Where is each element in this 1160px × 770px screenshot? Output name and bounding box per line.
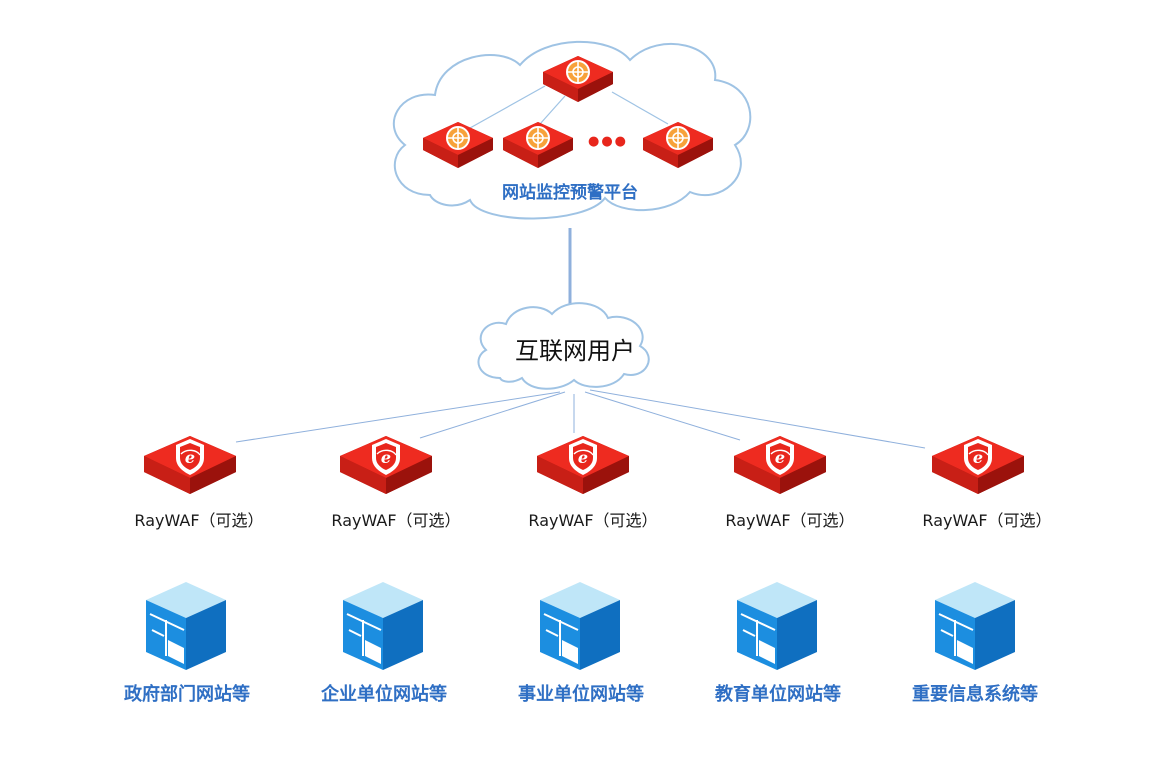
waf-label: RayWAF（可选） (922, 511, 1052, 530)
waf-label: RayWAF（可选） (134, 511, 264, 530)
site-label: 重要信息系统等 (912, 684, 1038, 705)
more-dots: ●●● (588, 134, 629, 149)
waf-device (932, 436, 1024, 494)
server-cube-icon (342, 581, 424, 671)
server-cube-icon (539, 581, 621, 671)
site-label: 政府部门网站等 (124, 684, 250, 705)
link-line (584, 391, 741, 441)
platform-cloud (392, 40, 752, 220)
waf-device (734, 436, 826, 494)
waf-label: RayWAF（可选） (725, 511, 855, 530)
link-line (235, 391, 561, 443)
waf-label: RayWAF（可选） (528, 511, 658, 530)
site-label: 企业单位网站等 (321, 684, 447, 705)
internet-cloud (477, 302, 650, 390)
waf-label: RayWAF（可选） (331, 511, 461, 530)
server-cube-icon (934, 581, 1016, 671)
platform-link (539, 95, 566, 125)
link-line (589, 389, 926, 449)
site-label: 教育单位网站等 (715, 684, 841, 705)
platform-title: 网站监控预警平台 (502, 183, 638, 203)
waf-device (537, 436, 629, 494)
link-line (419, 391, 566, 439)
internet-users-label: 互联网用户 (515, 337, 635, 365)
waf-device (340, 436, 432, 494)
server-cube-icon (145, 581, 227, 671)
platform-link (611, 91, 669, 125)
platform-link (469, 85, 546, 129)
site-label: 事业单位网站等 (518, 684, 644, 705)
server-cube-icon (736, 581, 818, 671)
waf-device (144, 436, 236, 494)
